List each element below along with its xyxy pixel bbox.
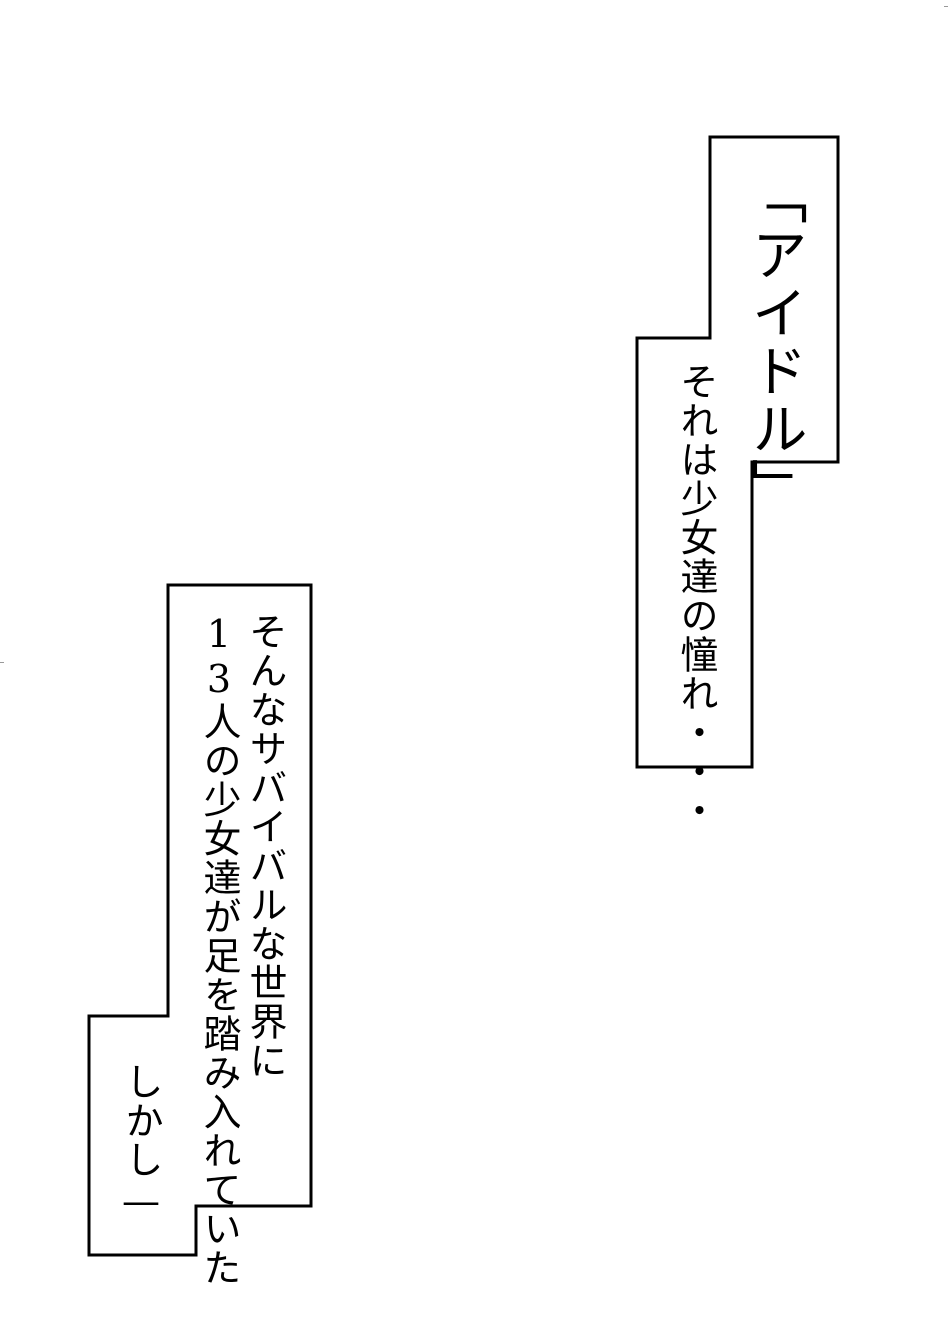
narration-title: 「アイドル」: [742, 168, 807, 516]
crop-mark-top-right: [944, 6, 948, 7]
narration-line-3: 13人の少女達が足を踏み入れていた: [197, 612, 241, 1287]
narration-line-2: そんなサバイバルな世界に: [243, 612, 287, 1080]
narration-line-4: しかし—: [119, 1062, 163, 1224]
narration-line-1: それは少女達の憧れ・・・: [674, 362, 718, 830]
crop-mark-left: [0, 662, 4, 663]
